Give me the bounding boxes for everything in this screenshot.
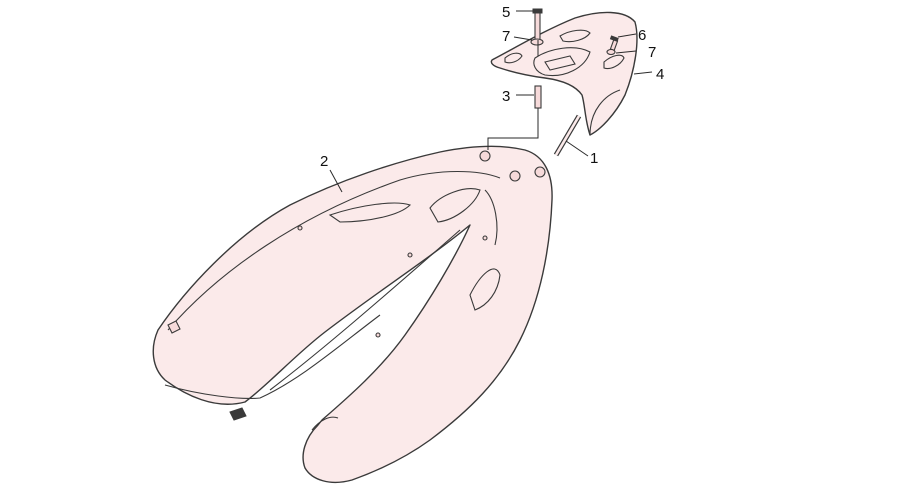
callout-2: 2	[320, 153, 328, 170]
washer-7-left	[530, 38, 544, 46]
leader-6	[617, 33, 637, 38]
callout-7-left: 7	[502, 28, 510, 45]
callout-7-right: 7	[648, 44, 656, 61]
rear-body-cowl	[152, 145, 553, 484]
callout-4: 4	[656, 66, 664, 83]
callout-5: 5	[502, 4, 510, 21]
leader-1	[565, 140, 589, 157]
callout-6: 6	[638, 27, 646, 44]
assembly-line-3	[487, 108, 539, 150]
callout-1: 1	[590, 150, 598, 167]
leader-2	[329, 169, 343, 193]
leader-4	[633, 71, 653, 75]
washer-7-right	[606, 48, 616, 56]
leader-7b	[615, 50, 637, 54]
leader-7a	[513, 36, 533, 41]
rear-grab-handle	[490, 11, 638, 136]
callout-3: 3	[502, 88, 510, 105]
spacer-3	[534, 85, 542, 109]
rod-1	[553, 114, 582, 157]
